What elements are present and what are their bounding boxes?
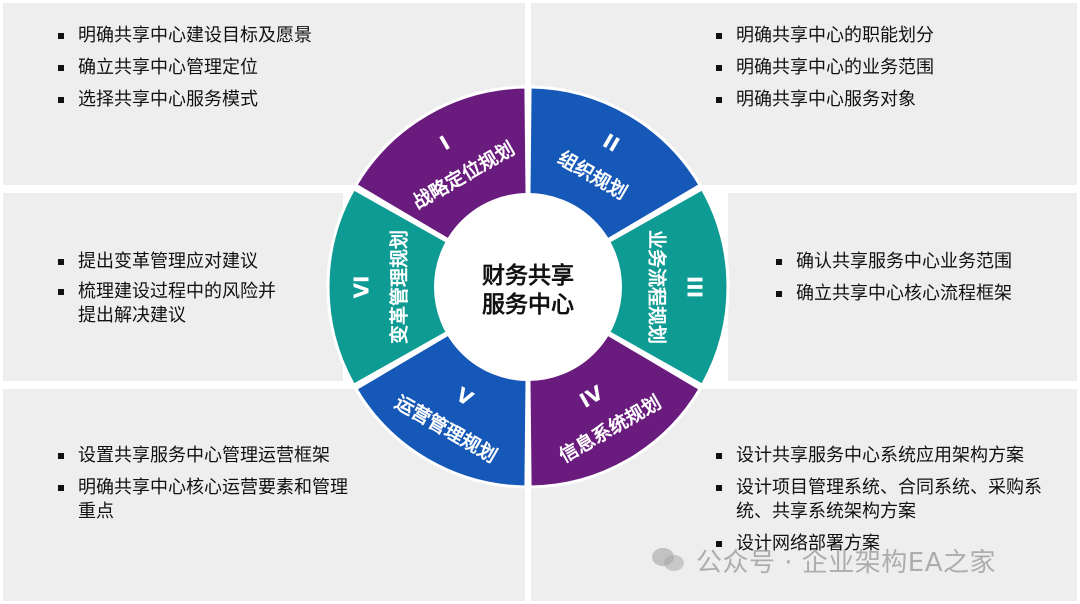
mid-left-list: 提出变革管理应对建议 梳理建设过程中的风险并提出解决建议 xyxy=(58,250,288,334)
list-item: 明确共享中心的业务范围 xyxy=(716,56,1036,80)
top-left-list: 明确共享中心建设目标及愿景 确立共享中心管理定位 选择共享中心服务模式 xyxy=(58,24,378,120)
list-item: 确立共享中心核心流程框架 xyxy=(776,282,1066,306)
watermark-text: 公众号 · 企业架构EA之家 xyxy=(696,547,997,578)
list-item: 设计项目管理系统、合同系统、采购系统、共享系统架构方案 xyxy=(716,476,1056,524)
list-item: 提出变革管理应对建议 xyxy=(58,250,288,274)
wechat-icon xyxy=(652,546,686,574)
list-item: 明确共享中心建设目标及愿景 xyxy=(58,24,378,48)
segment-title-6: 变革管理规划 xyxy=(388,230,411,344)
bottom-left-list: 设置共享服务中心管理运营框架 明确共享中心核心运营要素和管理重点 xyxy=(58,444,348,532)
center-circle xyxy=(434,193,622,381)
panel-mid-left xyxy=(3,193,343,381)
list-item: 确立共享中心管理定位 xyxy=(58,56,378,80)
list-item: 确认共享服务中心业务范围 xyxy=(776,250,1066,274)
bottom-right-list: 设计共享服务中心系统应用架构方案 设计项目管理系统、合同系统、采购系统、共享系统… xyxy=(716,444,1056,564)
list-item: 选择共享中心服务模式 xyxy=(58,88,378,112)
list-item: 设计共享服务中心系统应用架构方案 xyxy=(716,444,1056,468)
center-label-line2: 服务中心 xyxy=(482,292,574,318)
watermark: 公众号 · 企业架构EA之家 xyxy=(652,540,996,580)
list-item: 明确共享中心服务对象 xyxy=(716,88,1036,112)
top-right-list: 明确共享中心的职能划分 明确共享中心的业务范围 明确共享中心服务对象 xyxy=(716,24,1036,120)
center-label-line1: 财务共享 xyxy=(482,262,574,289)
list-item: 明确共享中心核心运营要素和管理重点 xyxy=(58,476,348,524)
list-item: 梳理建设过程中的风险并提出解决建议 xyxy=(58,280,288,328)
segment-title-3: 业务流程规划 xyxy=(646,230,669,344)
list-item: 设置共享服务中心管理运营框架 xyxy=(58,444,348,468)
mid-right-list: 确认共享服务中心业务范围 确立共享中心核心流程框架 xyxy=(776,250,1066,314)
list-item: 设计网络部署方案 xyxy=(716,532,1056,556)
panel-mid-right xyxy=(728,193,1077,381)
segment-numeral-3: III xyxy=(683,276,707,298)
segment-numeral-6: VI xyxy=(350,276,374,299)
list-item: 明确共享中心的职能划分 xyxy=(716,24,1036,48)
